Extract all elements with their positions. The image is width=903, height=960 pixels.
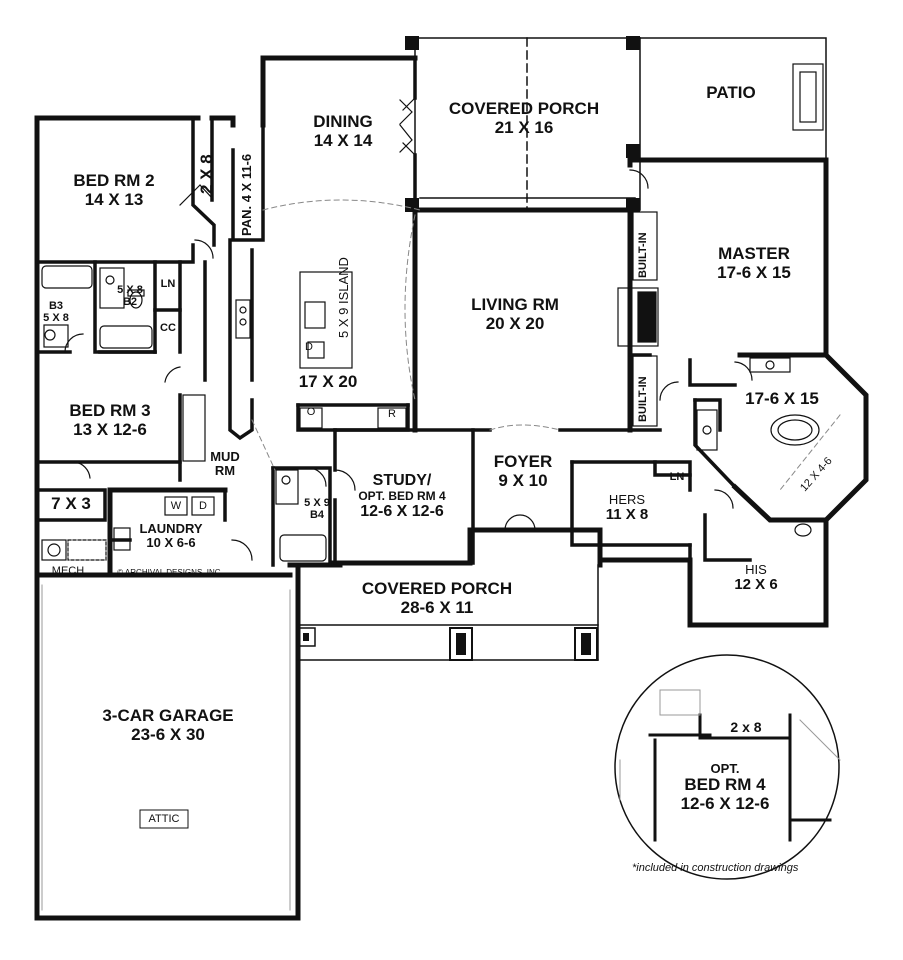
mech-label: MECH (51, 565, 85, 577)
dryer-label: D (199, 500, 207, 512)
porch-front-posts (296, 627, 598, 661)
built-in-top-label: BUILT-IN (637, 232, 649, 278)
inset-detail (614, 654, 841, 880)
porch-back-lines (414, 37, 827, 211)
pantry-label: PAN. 4 X 11-6 (239, 153, 254, 236)
linen-left-label: LN (160, 278, 176, 290)
patio-label: PATIO (706, 83, 756, 102)
oven-label: O (306, 406, 316, 418)
inset-closet-label: 2 x 8 (730, 719, 762, 735)
inset-opt-bed-label: OPT. BED RM 4 12-6 X 12-6 (680, 761, 770, 813)
closet-2x8-label: 2 X 8 (197, 154, 216, 194)
copyright-label: © ARCHIVAL DESIGNS, INC. (117, 568, 223, 577)
exterior-walls (34, 55, 869, 921)
island-label: 5 X 9 ISLAND (336, 257, 351, 338)
fridge-label: R (388, 408, 396, 420)
dishwasher-label: D (305, 341, 313, 353)
study-label: STUDY/ OPT. BED RM 4 12-6 X 12-6 (358, 472, 446, 520)
interior-walls (35, 56, 752, 567)
coat-closet-label: CC (160, 322, 176, 334)
linen-right-label: LN (669, 471, 685, 483)
attic-label: ATTIC (148, 813, 180, 825)
washer-label: W (170, 500, 182, 512)
built-in-bottom-label: BUILT-IN (637, 376, 649, 422)
kitchen-size-label: 17 X 20 (298, 372, 358, 391)
inset-note: *included in construction drawings (632, 862, 799, 874)
closet-7x3-label: 7 X 3 (51, 494, 91, 513)
master-bath-size-label: 17-6 X 15 (745, 389, 819, 408)
